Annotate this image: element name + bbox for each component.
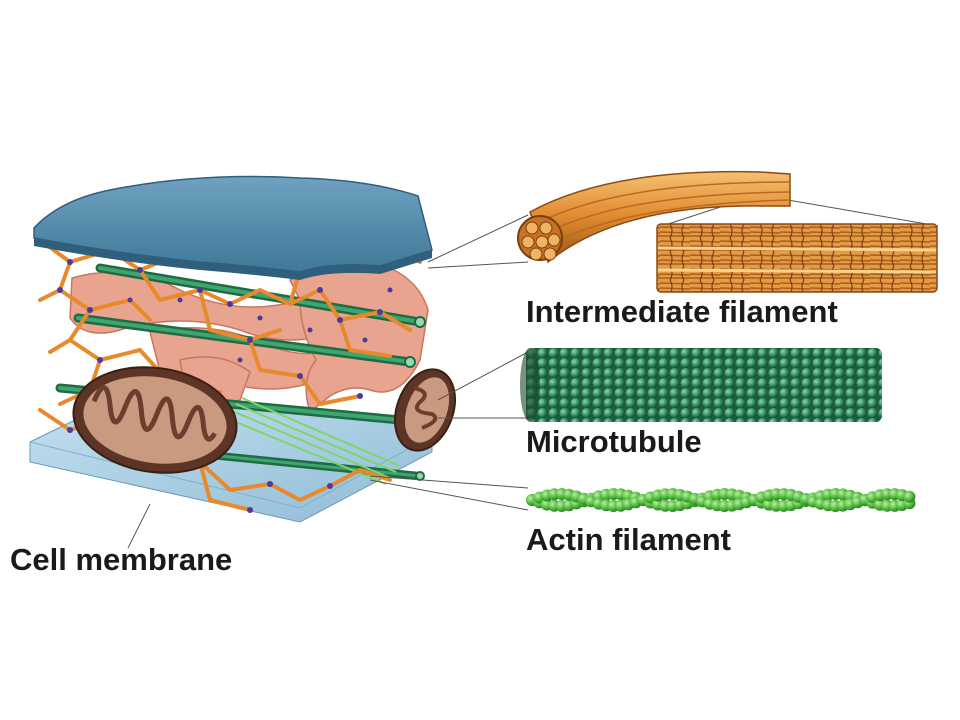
top-membrane	[33, 175, 433, 273]
microtubule-illustration	[520, 348, 882, 422]
label-cell-membrane: Cell membrane	[10, 542, 233, 577]
cell-actin-bundle	[225, 397, 401, 485]
actin-monomer	[903, 490, 916, 503]
intermediate-filament-magnified	[657, 224, 937, 292]
label-intermediate-filament: Intermediate filament	[526, 294, 838, 329]
cell-block	[29, 175, 456, 523]
label-microtubule: Microtubule	[526, 424, 702, 459]
actin-filament-illustration	[526, 488, 916, 512]
pointer-lines	[127, 177, 939, 549]
intermediate-filament-end	[517, 215, 563, 261]
mitochondrion-cross-section	[394, 368, 456, 452]
intermediate-filament-illustration	[517, 170, 938, 293]
label-actin-filament: Actin filament	[526, 522, 731, 557]
mitochondrion	[72, 366, 238, 474]
